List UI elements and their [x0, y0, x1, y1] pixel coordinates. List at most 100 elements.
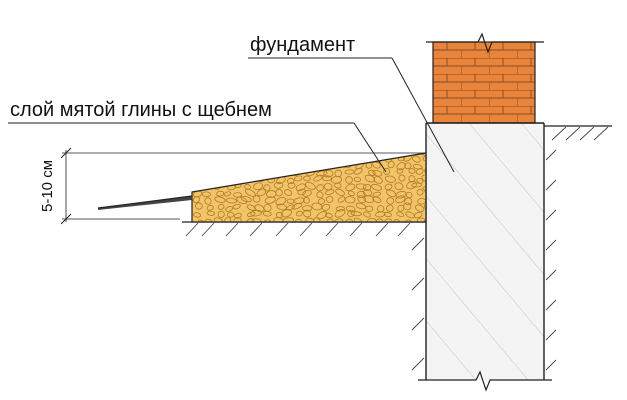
gravel-stone — [214, 196, 226, 203]
gravel-stone — [231, 162, 242, 171]
gravel-stone — [284, 189, 293, 196]
gravel-stone — [424, 167, 426, 175]
gravel-stone — [196, 175, 208, 183]
gravel-stone — [413, 211, 423, 219]
gravel-stone — [231, 153, 243, 155]
foundation-block — [418, 122, 552, 392]
gravel-stone — [415, 168, 424, 175]
gravel-stone — [334, 208, 346, 218]
gravel-stone — [193, 183, 204, 190]
gravel-stone — [345, 205, 356, 213]
gravel-stone — [273, 217, 284, 222]
gravel-stone — [395, 190, 407, 199]
gravel-stone — [275, 162, 283, 169]
gravel-stone — [213, 168, 221, 176]
gravel-stone — [284, 156, 294, 164]
gravel-stone — [213, 217, 224, 222]
gravel-stone — [296, 153, 305, 155]
gravel-stone — [355, 153, 364, 154]
gravel-stone — [212, 153, 223, 155]
gravel-stone — [350, 211, 362, 217]
gravel-stone — [287, 153, 296, 155]
gravel-stone — [197, 219, 205, 222]
gravel-stone — [305, 217, 315, 222]
gravel-stone — [264, 196, 276, 204]
gravel-stone — [322, 175, 332, 182]
gravel-stone — [306, 161, 317, 169]
gravel-stone — [316, 191, 324, 199]
gravel-stone — [383, 167, 391, 175]
gravel-stone — [363, 183, 372, 192]
gravel-stone — [302, 189, 312, 197]
gravel-stone — [223, 191, 232, 197]
gravel-stone — [225, 206, 234, 212]
gravel-stone — [287, 182, 296, 189]
gravel-stone — [372, 161, 381, 169]
gravel-stone — [337, 156, 345, 163]
gravel-stone — [195, 153, 203, 161]
gravel-stone — [322, 156, 334, 163]
gravel-stone — [353, 176, 362, 183]
gravel-stone — [207, 168, 216, 175]
gravel-stone — [281, 209, 292, 218]
gravel-stone — [283, 167, 293, 175]
gravel-stone — [364, 174, 376, 183]
gravel-stone — [275, 188, 283, 197]
gravel-stone — [414, 204, 425, 212]
gravel-stone — [212, 154, 222, 160]
gravel-stone — [195, 153, 203, 155]
gravel-stone — [195, 202, 203, 210]
gravel-stone — [424, 189, 426, 197]
gravel-stone — [404, 162, 412, 170]
gravel-stone — [355, 183, 367, 190]
gravel-stone — [275, 154, 283, 163]
gravel-stone — [252, 154, 261, 161]
gravel-stone — [384, 175, 396, 183]
gravel-stone — [323, 169, 334, 178]
gravel-stone — [372, 169, 383, 177]
gravel-stone — [406, 180, 417, 190]
gravel-stone — [412, 164, 423, 170]
gravel-stone — [321, 203, 331, 211]
gravel-stone — [396, 168, 404, 174]
gravel-stone — [246, 218, 255, 222]
gravel-stone — [347, 190, 355, 197]
gravel-stone — [345, 218, 353, 222]
gravel-stone — [424, 203, 426, 212]
gravel-stone — [263, 184, 271, 192]
gravel-stone — [345, 183, 356, 192]
gravel-stone — [203, 153, 215, 154]
gravel-stone — [262, 210, 272, 217]
dimension-thickness — [60, 147, 426, 225]
gravel-stone — [291, 202, 303, 210]
gravel-stone — [294, 175, 303, 182]
gravel-stone — [324, 189, 335, 195]
gravel-stone — [204, 154, 213, 162]
clay-gravel-layer — [191, 152, 427, 223]
gravel-stone — [412, 155, 421, 163]
gravel-stone — [240, 196, 252, 203]
gravel-stone — [335, 188, 345, 196]
gravel-stone — [373, 176, 383, 184]
gravel-stone — [294, 218, 302, 222]
gravel-stone — [246, 204, 256, 211]
gravel-stone — [256, 188, 267, 197]
gravel-stone — [325, 212, 333, 219]
gravel-stone — [317, 161, 326, 169]
gravel-stone — [282, 217, 295, 222]
gravel-stone — [363, 153, 374, 156]
gravel-stone — [203, 161, 212, 169]
gravel-stone — [193, 212, 202, 218]
gravel-stone — [203, 218, 213, 222]
gravel-stone — [337, 196, 346, 203]
gravel-stone — [317, 198, 325, 205]
brick-wall — [426, 32, 544, 124]
gravel-stone — [216, 190, 225, 197]
gravel-stone — [398, 174, 406, 182]
gravel-stone — [252, 195, 261, 203]
gravel-stone — [286, 204, 296, 211]
gravel-stone — [368, 169, 376, 176]
gravel-stone — [226, 197, 237, 204]
gravel-stone — [255, 170, 263, 177]
